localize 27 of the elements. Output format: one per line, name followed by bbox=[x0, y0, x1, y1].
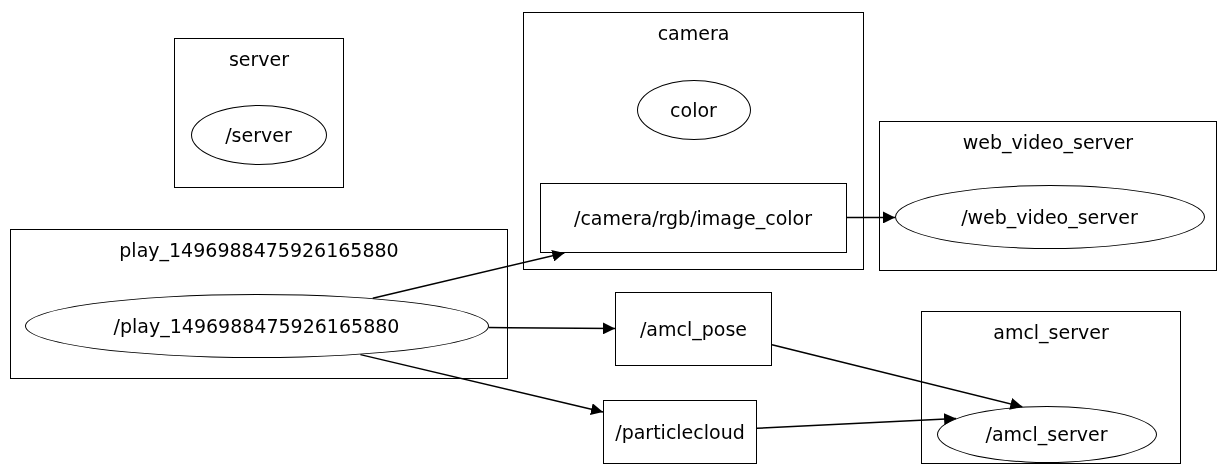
group-frame bbox=[523, 12, 864, 270]
group-frame bbox=[921, 311, 1181, 464]
node-label: /server bbox=[225, 123, 292, 146]
group-title: play_1496988475926165880 bbox=[119, 239, 399, 261]
node-label: /play_1496988475926165880 bbox=[113, 314, 400, 337]
group-frame bbox=[10, 229, 508, 379]
topic-box bbox=[603, 400, 757, 464]
group-title: amcl_server bbox=[993, 321, 1109, 343]
arrow bbox=[756, 413, 957, 429]
node-label: color bbox=[670, 98, 717, 121]
node-label: /amcl_server bbox=[985, 423, 1108, 445]
node-label: /amcl_pose bbox=[639, 318, 748, 340]
node-label: /web_video_server bbox=[961, 205, 1138, 228]
arrow bbox=[487, 322, 616, 335]
group-frame bbox=[174, 38, 344, 188]
node-label: /camera/rgb/image_color bbox=[574, 206, 812, 229]
arrow bbox=[372, 249, 566, 299]
group-frame bbox=[879, 121, 1217, 271]
topic-box bbox=[539, 182, 847, 253]
group-title: web_video_server bbox=[962, 131, 1134, 153]
group-title: camera bbox=[657, 22, 730, 44]
group-title: server bbox=[228, 48, 290, 70]
arrow bbox=[771, 344, 1024, 410]
topic-box bbox=[615, 292, 772, 366]
arrow bbox=[846, 211, 896, 224]
arrow bbox=[359, 353, 604, 416]
node-label: /particlecloud bbox=[615, 421, 745, 443]
